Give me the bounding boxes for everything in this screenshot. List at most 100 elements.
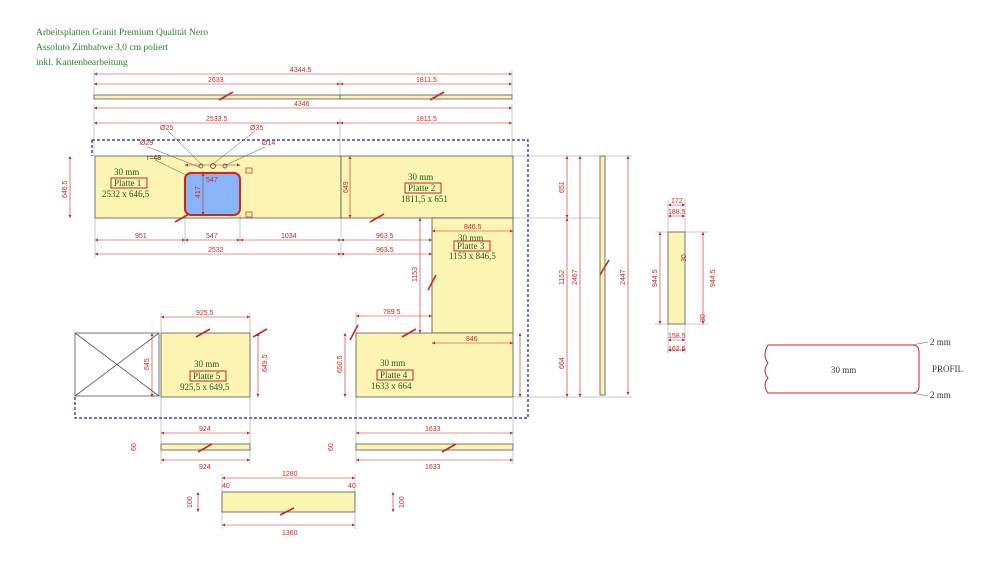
p5-name-box — [189, 370, 227, 382]
edge-tag-2 — [245, 211, 253, 218]
p2-size: 1811,5 x 651 — [401, 194, 448, 204]
dim-p3-bottom: 846 — [466, 336, 478, 343]
dim-bottom-left-h: 100 — [187, 496, 194, 508]
dim-small-188: 188.5 — [668, 209, 686, 216]
strip-platte-4-edge — [355, 443, 514, 451]
dim-p4-left: 650.5 — [337, 355, 344, 373]
dim-radius: r=48 — [147, 155, 161, 162]
profile-callout-bottom — [911, 392, 929, 397]
slab-platte-2 — [340, 155, 514, 219]
dim-strip4-h: 60 — [328, 443, 335, 451]
dim-strip5-h: 60 — [131, 443, 138, 451]
dim-p3-top: 846.5 — [464, 224, 482, 231]
small-panel — [667, 231, 686, 325]
dim-p4-bottom: 1633 — [425, 426, 441, 433]
dim-second-total: 4346 — [294, 101, 310, 108]
edge-marks — [174, 91, 610, 516]
dim-top-total: 4344.5 — [290, 67, 312, 74]
dim-right-651: 651 — [559, 181, 566, 193]
dim-small-1585: 158.5 — [668, 333, 686, 340]
p1-name-box — [110, 177, 148, 189]
profile-thickness: 30 mm — [831, 365, 856, 375]
dim-hole-35: Ø35 — [250, 125, 263, 132]
dimension-lines — [68, 72, 705, 527]
p1-thickness: 30 mm — [114, 167, 139, 177]
profile-label: PROFIL — [932, 364, 963, 374]
edge-tag-1 — [245, 167, 253, 174]
dim-hole-29: Ø29 — [140, 140, 153, 147]
leader-lines — [147, 130, 266, 176]
p1-size: 2532 x 646,5 — [102, 189, 150, 199]
dim-sink-width: 547 — [206, 177, 218, 184]
dim-strip4-len: 1633 — [425, 464, 441, 471]
dim-top-left: 2633 — [208, 77, 224, 84]
p4-name-box — [376, 369, 414, 381]
dim-right-2447: 2447 — [620, 269, 627, 285]
dim-small-1625: 162.5 — [668, 346, 686, 353]
bottom-piece — [221, 491, 356, 513]
dim-p5-right: 649.5 — [262, 354, 269, 372]
dim-bottom-top: 1280 — [282, 471, 298, 478]
sink-cutout — [184, 172, 241, 216]
dim-sink-depth: 417 — [195, 186, 202, 198]
title-line-3: inkl. Kantenbearbeitung — [36, 58, 128, 68]
dim-p2-seg-b: 963.5 — [376, 247, 394, 254]
p5-size: 925,5 x 649,5 — [180, 382, 230, 392]
dim-p5-left: 645 — [144, 358, 151, 370]
profile-shape — [764, 344, 920, 394]
p3-name: Platte 3 — [457, 241, 485, 251]
profile-top-note: 2 mm — [930, 337, 951, 347]
extension-lines — [93, 70, 708, 529]
dim-bottom-small-a: 40 — [222, 483, 230, 490]
p3-thickness: 30 mm — [458, 233, 483, 243]
p2-name: Platte 2 — [408, 183, 435, 193]
p2-thickness: 30 mm — [408, 172, 433, 182]
room-outline — [74, 139, 529, 419]
dim-second-left: 2533.5 — [206, 116, 228, 123]
dim-p1-seg2: 547 — [206, 233, 218, 240]
dim-small-30b: 30 — [700, 314, 707, 322]
dim-p1-seg3: 1034 — [281, 233, 297, 240]
dim-second-right: 1811.5 — [416, 116, 437, 123]
side-strip-2447 — [599, 155, 606, 396]
dim-top-right: 1811.5 — [416, 77, 437, 84]
slab-platte-5 — [160, 332, 251, 398]
dim-small-30a: 30 — [681, 254, 688, 262]
p4-name: Platte 4 — [380, 370, 408, 380]
dim-p4-top: 789.5 — [383, 309, 401, 316]
dim-p5-bottom: 924 — [199, 426, 211, 433]
p3-name-box — [453, 240, 491, 252]
dim-p3-height: 1153 — [412, 267, 419, 282]
dim-p1-seg1: 951 — [135, 233, 147, 240]
dim-p4-right: 664 — [559, 357, 566, 369]
dim-right-2467: 2467 — [572, 269, 579, 285]
top-edge-strip — [93, 94, 513, 100]
dim-strip5-len: 924 — [199, 464, 211, 471]
dim-p2-height: 649 — [343, 181, 350, 193]
dim-p2-seg: 963.5 — [376, 233, 394, 240]
profile-bottom-note: 2 mm — [930, 390, 951, 400]
dim-p1-height: 646.5 — [62, 180, 69, 198]
dim-right-1152: 1152 — [559, 270, 566, 285]
p5-name: Platte 5 — [193, 371, 221, 381]
p1-name: Platte 1 — [114, 178, 141, 188]
dim-hole-14: Ø14 — [262, 140, 275, 147]
p2-name-box — [404, 182, 442, 194]
p4-thickness: 30 mm — [380, 358, 405, 368]
title-line-1: Arbeitsplatten Granit Premium Qualität N… — [36, 28, 209, 38]
p3-size: 1153 x 846,5 — [449, 251, 496, 261]
dim-bottom-right-h: 100 — [399, 496, 406, 508]
dim-p1-total: 2532 — [208, 247, 224, 254]
dim-small-9445-left: 944.5 — [652, 269, 659, 287]
dim-small-9445-right: 944.5 — [710, 269, 717, 287]
appliance-cross-b — [74, 332, 160, 397]
p4-size: 1633 x 664 — [371, 381, 412, 391]
dim-bottom-small-b: 40 — [348, 483, 356, 490]
p5-thickness: 30 mm — [194, 359, 219, 369]
appliance-box — [74, 332, 160, 397]
title-line-2: Assoluto Zimbabwe 3,0 cm poliert — [36, 43, 169, 53]
dim-bottom-bottom: 1360 — [282, 530, 298, 537]
dim-small-172: 172 — [671, 198, 683, 205]
